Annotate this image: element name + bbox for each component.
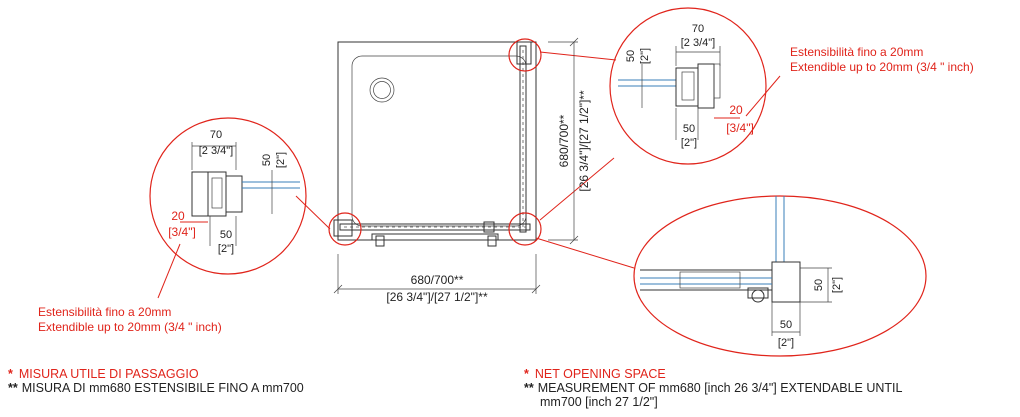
wall-profile [191,171,209,217]
dim-ext-red-inch: [3/4"] [168,225,196,239]
note-arrow [745,75,781,117]
leader-left [295,195,331,230]
detail-bottom-right: 50 [2"] 50 [2"] [633,195,927,357]
dim-side: 50 [261,154,273,166]
legend-it-text2: MISURA DI mm680 ESTENSIBILE FINO A mm700 [21,381,304,395]
detail-ellipse [633,195,927,357]
top-profile [516,41,532,65]
callout-top-right [508,38,542,72]
dim-top-inch: [2 3/4"] [199,145,233,157]
hinge-block [679,271,741,289]
profile-detail [681,71,695,101]
double-asterisk-icon: ** [524,381,534,395]
dim-bottom: 50 [683,123,695,135]
tick [531,284,541,294]
note-en: Extendible up to 20mm (3/4 " inch) [790,60,974,74]
tray-inner [351,55,527,227]
dim-bottom-inch: [2"] [218,243,234,255]
dim-top-inch: [2 3/4"] [681,37,715,49]
handle [747,287,769,299]
legend-it-line1: * MISURA UTILE DI PASSAGGIO [8,367,304,381]
legend-it-line2: **MISURA DI mm680 ESTENSIBILE FINO A mm7… [8,381,304,395]
dim-bottom: 50 [780,319,792,331]
drain-inner [373,81,391,99]
dim-top: 70 [210,129,222,141]
right-panel [519,45,527,233]
tick [569,37,579,47]
leader-bottom-right [535,237,635,269]
note-arrow [157,243,181,299]
corner-profile [771,261,801,303]
legend-it-text1: MISURA UTILE DI PASSAGGIO [18,367,199,381]
legend-en-text1: NET OPENING SPACE [534,367,666,381]
dim-bottom-inch: [2"] [778,337,794,349]
detail-left: 70 [2 3/4"] 50 [2"] 50 [2"] 20 [3/4"] Es… [38,117,307,334]
handle-bar [371,233,499,241]
note-it: Estensibilità fino a 20mm [790,45,923,59]
legend-italian: * MISURA UTILE DI PASSAGGIO **MISURA DI m… [8,367,304,395]
asterisk-icon: * [524,367,529,381]
profile-detail [211,177,223,209]
front-door [339,223,531,231]
tick [333,284,343,294]
wall-profile [713,63,721,99]
legend-en-line2: **MEASUREMENT OF mm680 [inch 26 3/4"] EX… [524,381,1004,395]
note-it: Estensibilità fino a 20mm [38,305,171,319]
dim-ext-red: 20 [171,209,185,223]
width-label-inch: [26 3/4"]/[27 1/2"]** [386,290,488,304]
callout-left [328,212,362,246]
detail-top-right: 70 [2 3/4"] 50 [2"] 50 [2"] 20 [3/4"] Es… [609,7,974,165]
handle-right [487,235,497,247]
legend-en-line1: * NET OPENING SPACE [524,367,1004,381]
double-asterisk-icon: ** [8,381,18,395]
dim-ext-red: 20 [729,103,743,117]
profile-outer [697,63,715,109]
handle-left [375,235,385,247]
tray-outline [337,41,537,241]
depth-label: 680/700** [557,114,571,167]
dim-side: 50 [625,50,637,62]
legend-en-line3: mm700 [inch 27 1/2"] [524,395,1004,409]
dim-side-inch: [2"] [831,277,843,293]
drain-outer [369,77,395,103]
legend-en-text2a: MEASUREMENT OF mm680 [inch 26 3/4"] EXTE… [537,381,903,395]
dim-side-inch: [2"] [639,48,651,64]
profile-inner [225,175,243,213]
profile-outer [207,171,227,217]
depth-label-inch: [26 3/4"]/[27 1/2"]** [577,90,591,192]
legend-en-text2b: mm700 [inch 27 1/2"] [540,395,658,409]
dim-side: 50 [813,279,825,291]
width-label: 680/700** [411,273,464,287]
detail-circle [609,7,767,165]
tick [569,235,579,245]
dim-bottom: 50 [220,229,232,241]
dim-side-inch: [2"] [275,152,287,168]
dim-top: 70 [692,23,704,35]
leader-top-right [539,51,617,61]
leader-top-right-2 [539,157,615,221]
shower-plan: 680/700** [26 3/4"]/[27 1/2"]** 680/700*… [295,37,635,304]
left-profile [333,219,353,237]
note-en: Extendible up to 20mm (3/4 " inch) [38,320,222,334]
detail-circle [149,117,307,275]
dim-bottom-inch: [2"] [681,137,697,149]
legend-english: * NET OPENING SPACE **MEASUREMENT OF mm68… [524,367,1004,409]
asterisk-icon: * [8,367,13,381]
dim-ext-red-inch: [3/4"] [726,121,754,135]
callout-bottom-right [508,212,542,246]
hinge [483,221,495,233]
handle-knob [751,289,765,303]
